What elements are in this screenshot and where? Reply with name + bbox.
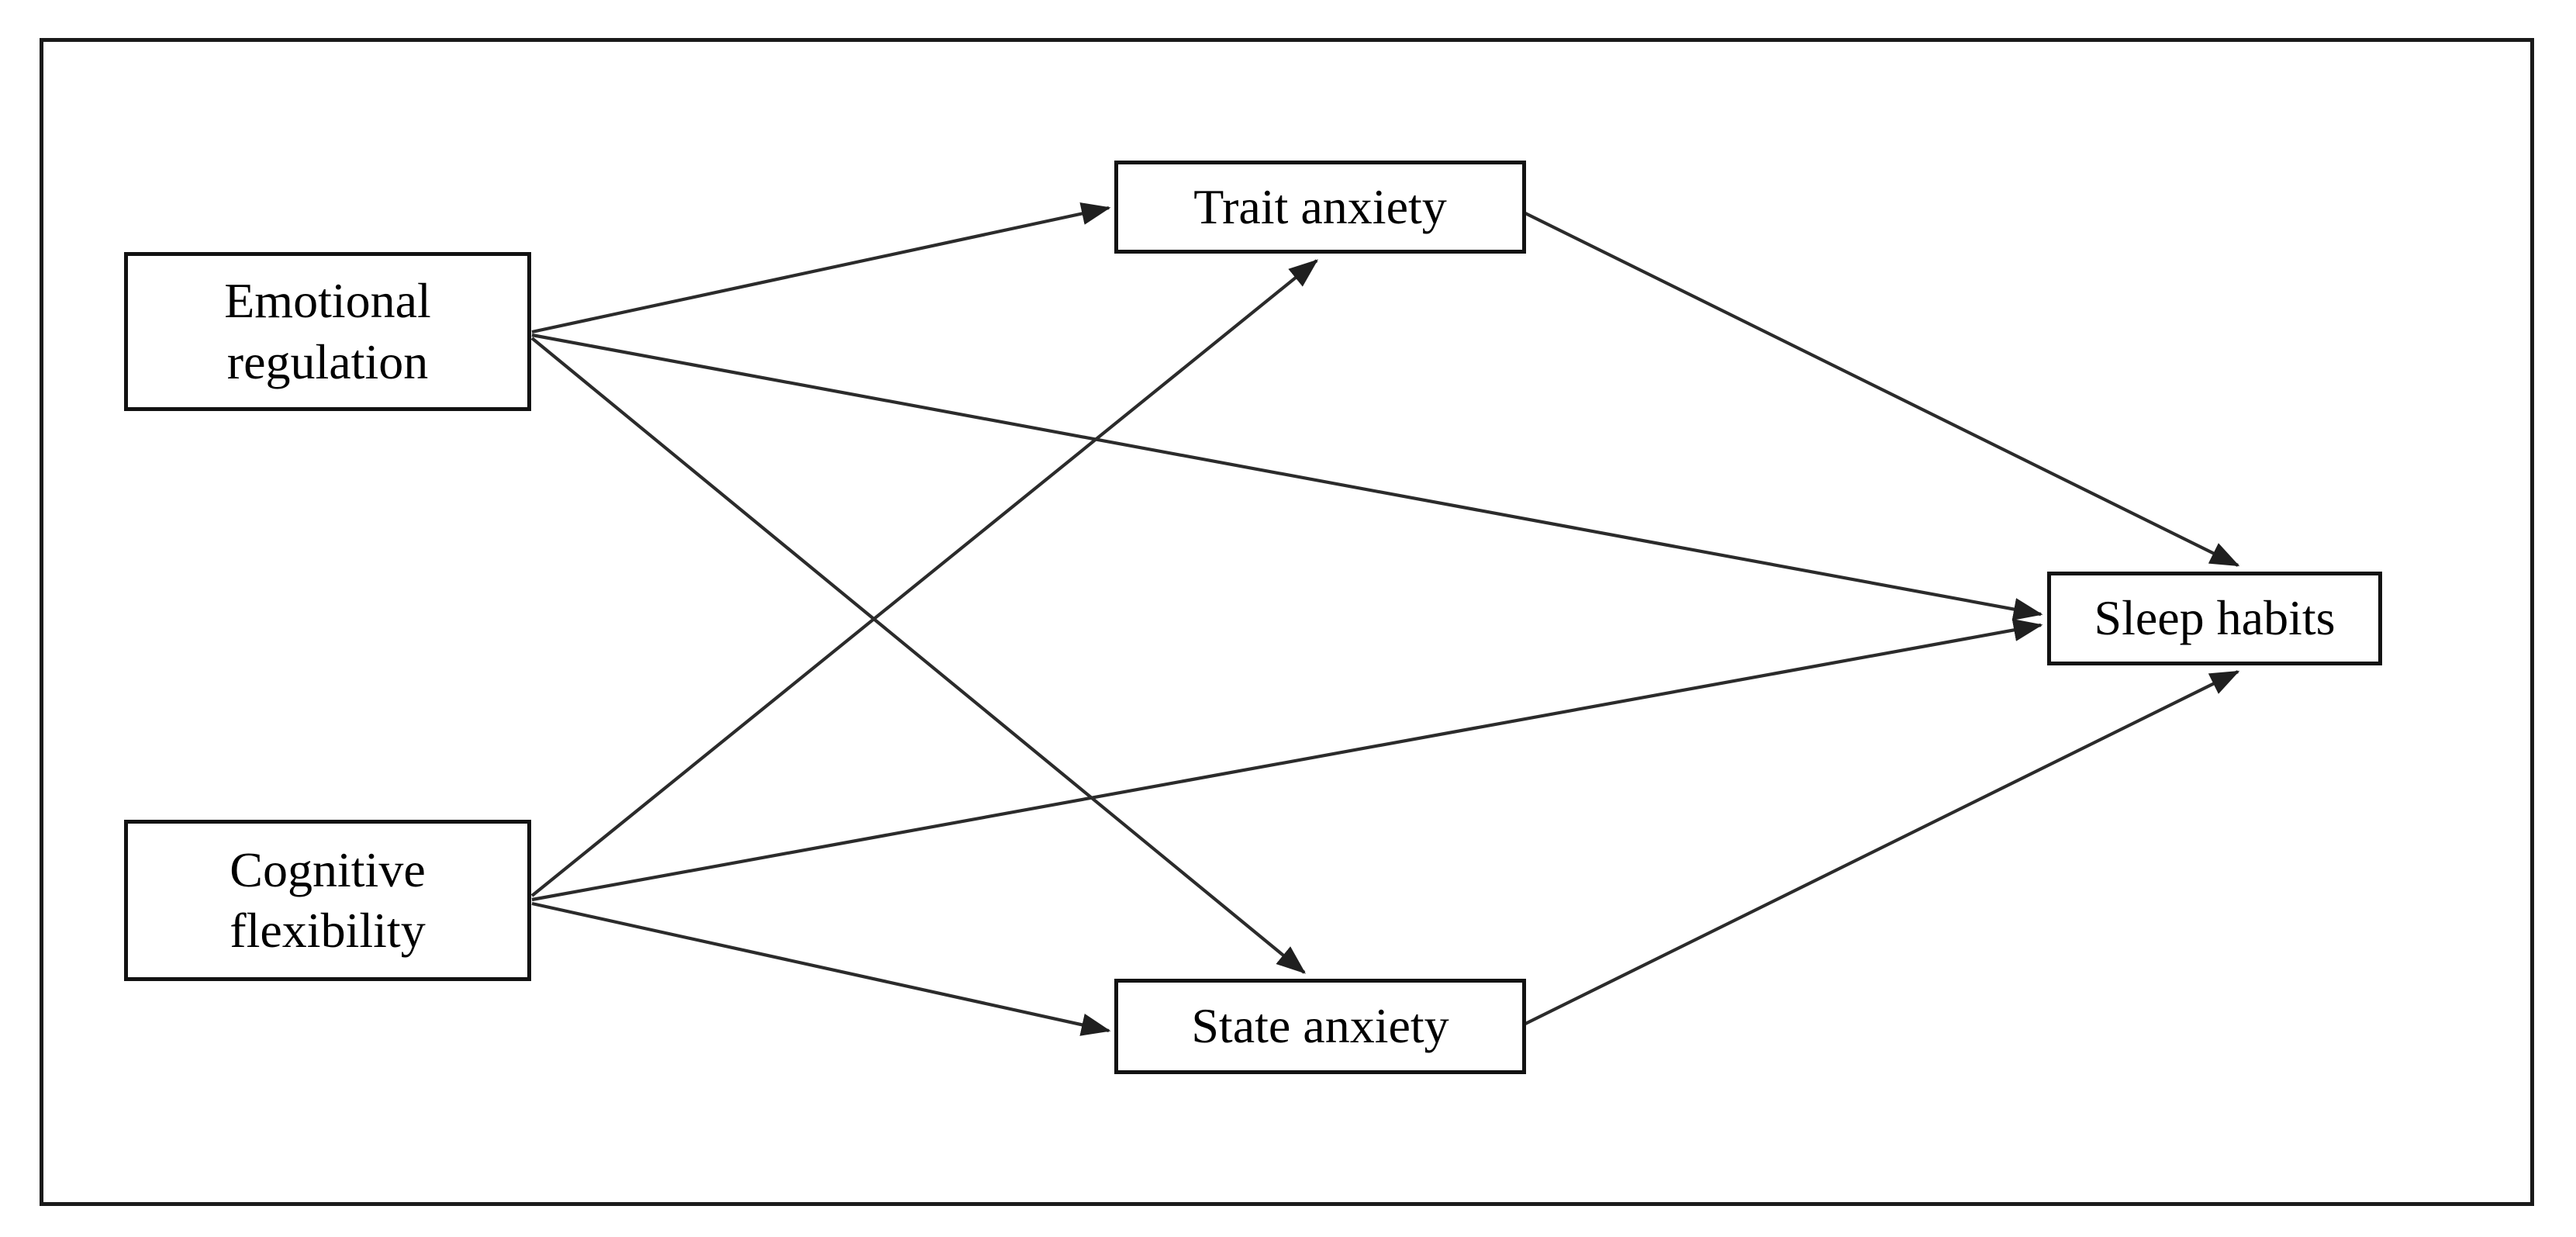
edge-cf-to-trait — [530, 259, 1318, 897]
edge-er-to-sleep — [531, 333, 2043, 621]
node-sleep-habits-label: Sleep habits — [2094, 590, 2336, 646]
node-state-anxiety-label: State anxiety — [1191, 998, 1449, 1054]
node-sleep-habits[interactable]: Sleep habits — [2047, 572, 2382, 665]
node-cognitive-flexibility[interactable]: Cognitive flexibility — [124, 820, 531, 981]
edge-trait-to-sleep — [1517, 208, 2240, 567]
edge-cf-to-sleep — [531, 618, 2043, 902]
edge-er-to-state — [530, 337, 1306, 974]
node-emotional-regulation-label: Emotional regulation — [224, 273, 431, 389]
edge-cf-to-state — [531, 901, 1111, 1036]
node-emotional-regulation[interactable]: Emotional regulation — [124, 252, 531, 411]
node-state-anxiety[interactable]: State anxiety — [1114, 979, 1526, 1074]
edge-state-to-sleep — [1517, 670, 2240, 1029]
edge-er-to-trait — [531, 202, 1111, 334]
node-trait-anxiety[interactable]: Trait anxiety — [1114, 161, 1526, 254]
figure-border — [40, 38, 2534, 1206]
node-cognitive-flexibility-label: Cognitive flexibility — [230, 841, 426, 958]
node-trait-anxiety-label: Trait anxiety — [1193, 178, 1447, 234]
